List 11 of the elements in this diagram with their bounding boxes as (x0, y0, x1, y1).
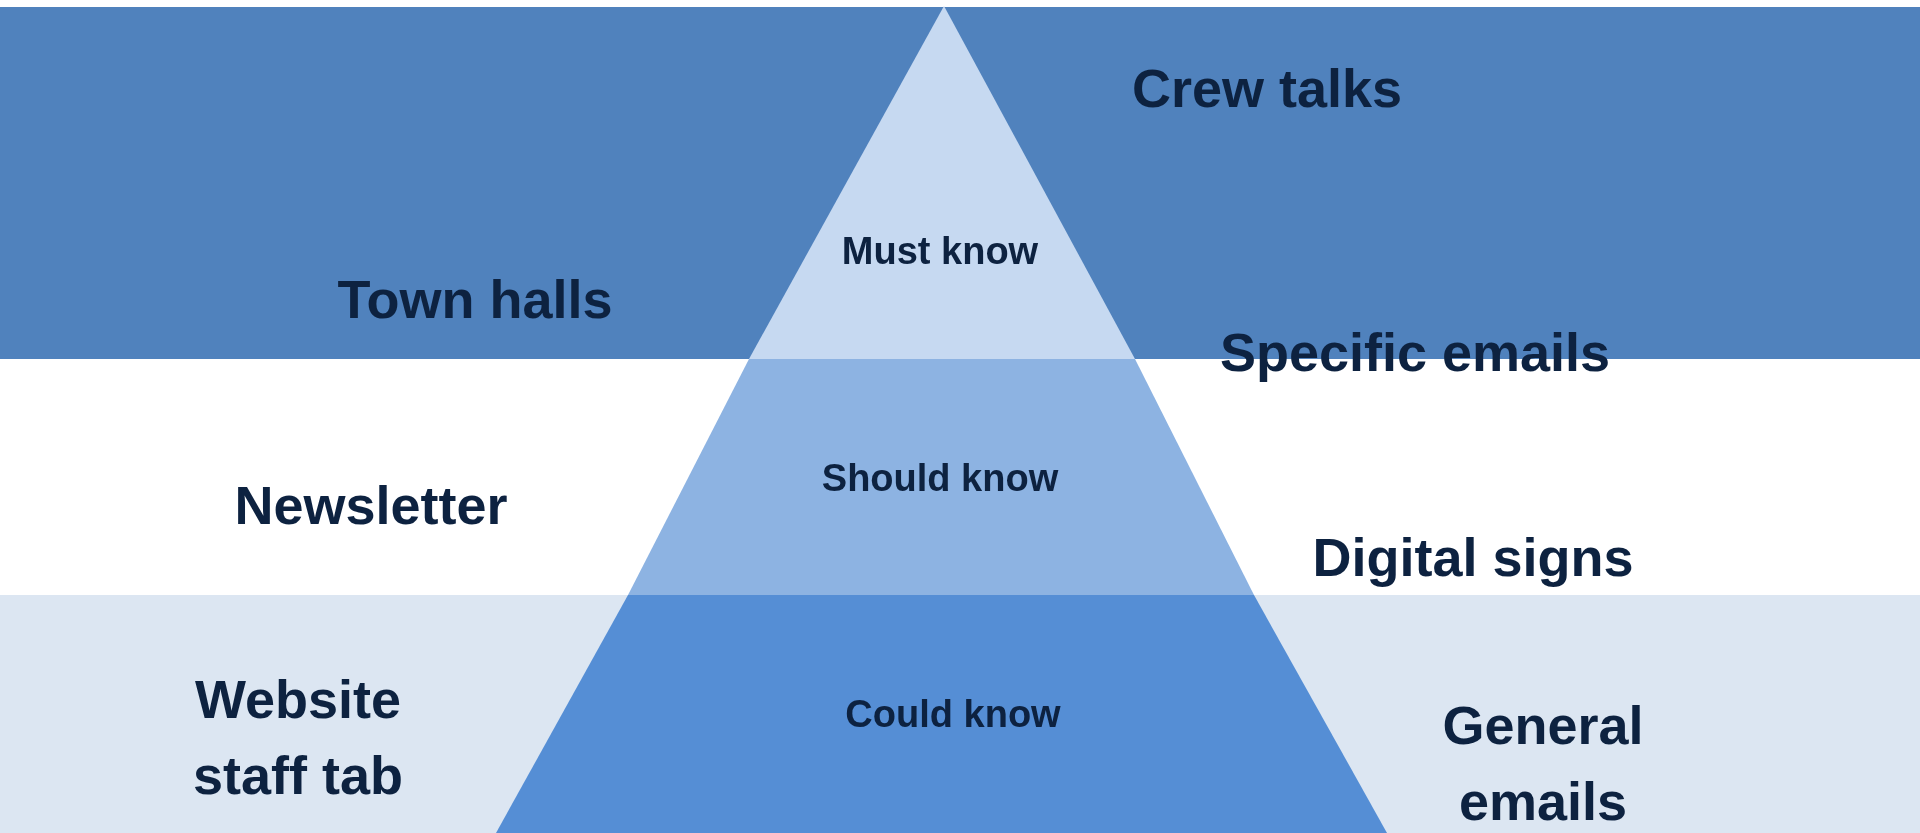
channel-label: Town halls (337, 268, 613, 332)
tier-label: Could know (845, 692, 1061, 736)
channel-label: Crew talks (1131, 57, 1403, 121)
channel-label: General emails (1441, 694, 1645, 833)
tier-label: Must know (841, 229, 1039, 273)
channel-label: Website staff tab (192, 668, 404, 807)
tier-label: Should know (821, 456, 1059, 500)
pyramid-tier (496, 595, 1387, 833)
channel-label: Digital signs (1312, 526, 1634, 590)
channel-label: Newsletter (234, 474, 508, 538)
pyramid-tier (749, 6, 1135, 359)
